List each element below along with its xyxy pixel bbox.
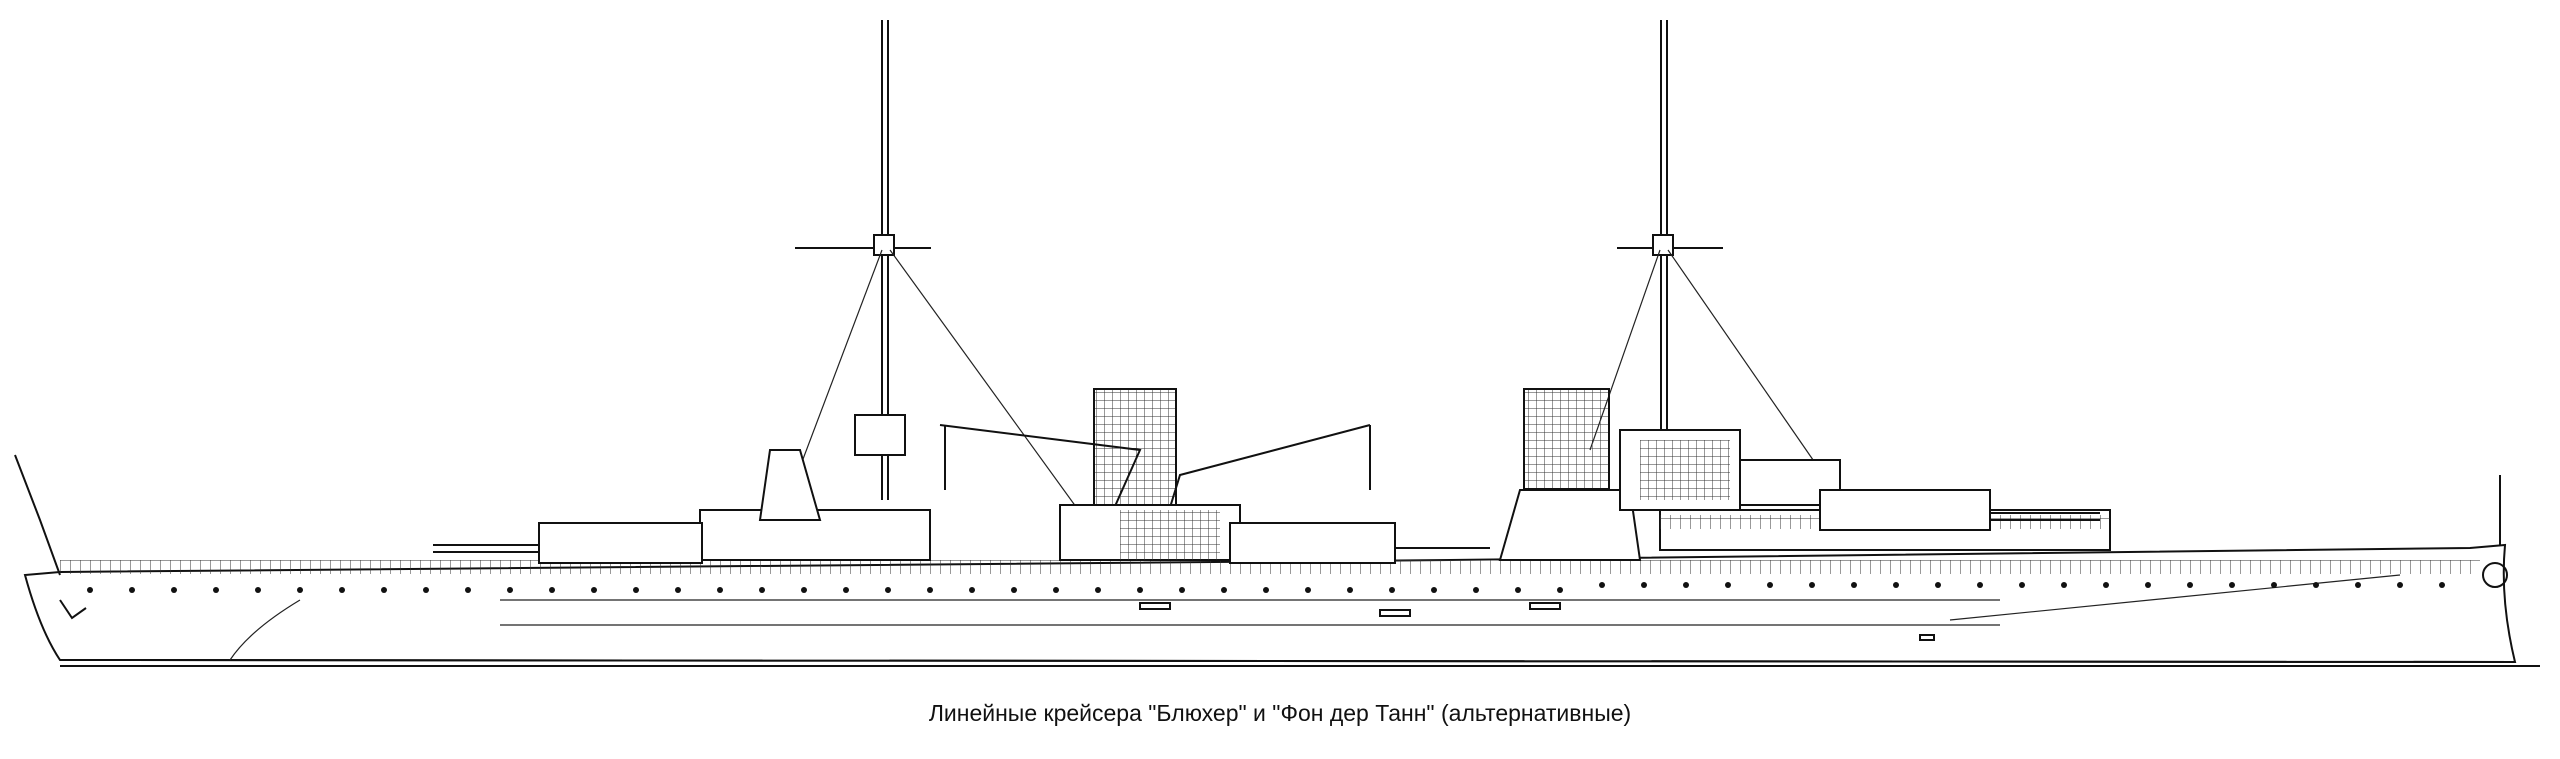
porthole — [1473, 587, 1479, 593]
porthole — [2019, 582, 2025, 588]
stern-anchor-icon — [2482, 562, 2508, 588]
battlecruiser-profile-drawing — [14, 20, 2540, 667]
porthole — [1221, 587, 1227, 593]
porthole — [339, 587, 345, 593]
waterline-details — [1139, 602, 1935, 641]
porthole — [2355, 582, 2361, 588]
porthole — [1515, 587, 1521, 593]
porthole — [1893, 582, 1899, 588]
main-turrets — [433, 489, 2100, 564]
funnels — [1093, 388, 1610, 510]
porthole — [87, 587, 93, 593]
porthole — [1977, 582, 1983, 588]
bow-and-stern — [14, 454, 2508, 620]
porthole — [1137, 587, 1143, 593]
hull — [23, 543, 2540, 667]
porthole — [633, 587, 639, 593]
porthole — [213, 587, 219, 593]
porthole — [423, 587, 429, 593]
porthole — [885, 587, 891, 593]
porthole — [1305, 587, 1311, 593]
porthole — [297, 587, 303, 593]
porthole — [1641, 582, 1647, 588]
porthole — [507, 587, 513, 593]
porthole — [1851, 582, 1857, 588]
porthole — [843, 587, 849, 593]
porthole — [1263, 587, 1269, 593]
porthole — [2271, 582, 2277, 588]
porthole — [801, 587, 807, 593]
porthole — [1935, 582, 1941, 588]
porthole — [1011, 587, 1017, 593]
fore-mast — [779, 20, 1101, 541]
porthole — [1767, 582, 1773, 588]
bow-anchor-icon — [59, 599, 87, 620]
porthole — [129, 587, 135, 593]
porthole — [1725, 582, 1731, 588]
porthole — [1347, 587, 1353, 593]
figure-caption: Линейные крейсера "Блюхер" и "Фон дер Та… — [928, 700, 1632, 726]
porthole — [465, 587, 471, 593]
porthole — [969, 587, 975, 593]
porthole — [1095, 587, 1101, 593]
porthole — [1599, 582, 1605, 588]
porthole — [717, 587, 723, 593]
porthole — [2313, 582, 2319, 588]
porthole — [591, 587, 597, 593]
porthole — [1389, 587, 1395, 593]
porthole — [2187, 582, 2193, 588]
porthole — [2061, 582, 2067, 588]
portholes — [87, 582, 2445, 593]
porthole — [1179, 587, 1185, 593]
porthole — [171, 587, 177, 593]
porthole — [927, 587, 933, 593]
porthole — [1431, 587, 1437, 593]
porthole — [2229, 582, 2235, 588]
porthole — [2103, 582, 2109, 588]
porthole — [675, 587, 681, 593]
porthole — [1053, 587, 1059, 593]
porthole — [255, 587, 261, 593]
porthole — [1809, 582, 1815, 588]
porthole — [759, 587, 765, 593]
superstructure — [699, 429, 2111, 561]
porthole — [2439, 582, 2445, 588]
porthole — [549, 587, 555, 593]
porthole — [2145, 582, 2151, 588]
porthole — [2397, 582, 2403, 588]
porthole — [1683, 582, 1689, 588]
aft-mast — [1589, 20, 1821, 471]
porthole — [381, 587, 387, 593]
porthole — [1557, 587, 1563, 593]
